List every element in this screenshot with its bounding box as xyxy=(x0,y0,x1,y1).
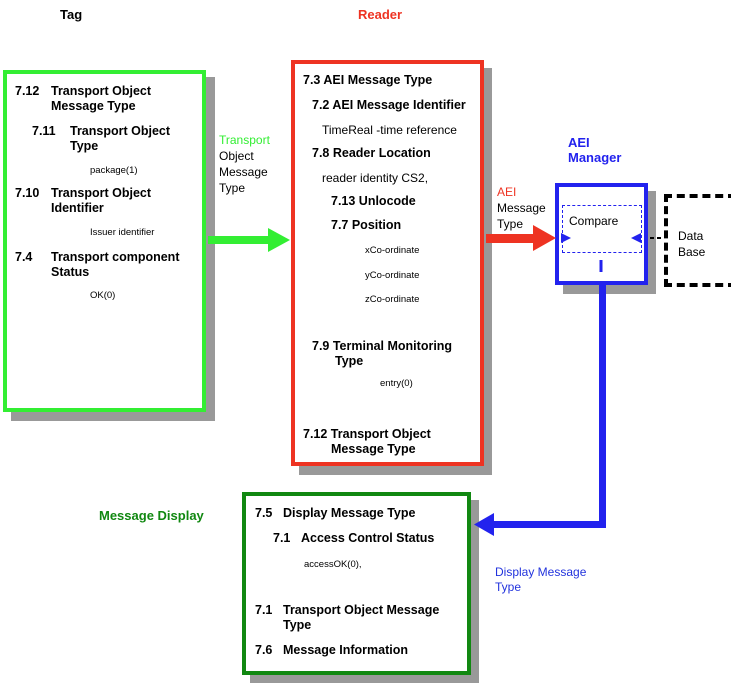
database-label: Data Base xyxy=(678,228,705,260)
tag-item-3-title: Transport Object Identifier xyxy=(51,186,151,216)
transport-arrow-label: Transport Object Message Type xyxy=(219,132,270,196)
reader-box: 7.3 AEI Message Type 7.2 AEI Message Ide… xyxy=(291,60,484,466)
display-line-display-message-type: Display Message Type xyxy=(283,506,416,520)
display-line-1-number: 7.5 xyxy=(255,506,273,520)
database-label-line2: Base xyxy=(678,245,706,259)
reader-line-terminal-monitoring-1: 7.9 Terminal Monitoring xyxy=(312,339,453,353)
reader-line-aei-message-type: 7.3 AEI Message Type xyxy=(303,73,433,87)
tag-item-2-value: package(1) xyxy=(90,165,138,176)
tag-heading: Tag xyxy=(60,7,83,22)
message-display-heading: Message Display xyxy=(99,508,204,523)
tag-item-4-title: Transport component Status xyxy=(51,250,179,280)
database-box: Data Base xyxy=(664,194,731,287)
display-line-transport-1: Transport Object Message xyxy=(283,603,440,617)
aei-arrow xyxy=(486,225,556,251)
display-access-value: accessOK(0), xyxy=(304,559,362,570)
display-line-transport-object-message-type: Transport Object Message Type xyxy=(283,603,439,633)
tag-item-1-title-line2: Message Type xyxy=(51,99,136,113)
display-line-access-control-status: Access Control Status xyxy=(301,531,435,545)
database-label-line1: Data xyxy=(678,229,704,243)
reader-heading: Reader xyxy=(358,7,403,22)
aei-arrow-label: AEI Message Type xyxy=(497,184,546,232)
display-arrow-label: Display Message Type xyxy=(495,565,586,595)
reader-line-reader-location: 7.8 Reader Location xyxy=(312,146,431,160)
transport-arrow-label-line2: Object xyxy=(219,149,254,163)
display-line-3-number: 7.1 xyxy=(255,603,273,617)
reader-line-time-reference: TimeReal -time reference xyxy=(322,123,457,137)
display-arrow xyxy=(474,285,606,536)
tag-item-3-value: Issuer identifier xyxy=(90,227,155,238)
tag-item-2-number: 7.11 xyxy=(32,124,56,138)
reader-z-coordinate: zCo-ordinate xyxy=(365,294,420,305)
display-line-message-information: Message Information xyxy=(283,643,409,657)
tag-item-1-title: Transport Object Message Type xyxy=(51,84,151,114)
reader-x-coordinate: xCo-ordinate xyxy=(365,245,420,256)
reader-line-transport-2: Message Type xyxy=(331,442,416,456)
tag-item-4-number: 7.4 xyxy=(15,250,33,264)
display-line-4-number: 7.6 xyxy=(255,643,273,657)
reader-line-transport-1: 7.12 Transport Object xyxy=(303,427,431,441)
reader-line-unlocode: 7.13 Unlocode xyxy=(331,194,416,208)
display-line-2-number: 7.1 xyxy=(273,531,291,545)
tag-item-3-number: 7.10 xyxy=(15,186,40,200)
tag-box: 7.12 Transport Object Message Type 7.11 … xyxy=(3,70,206,412)
display-arrow-label-line1: Display Message xyxy=(495,565,587,579)
display-line-transport-2: Type xyxy=(283,618,312,632)
tag-item-3-title-line2: Identifier xyxy=(51,201,104,215)
compare-left-pointer xyxy=(561,233,571,243)
compare-label: Compare xyxy=(569,214,619,228)
reader-line-transport-object-message-type: 7.12 Transport Object Message Type xyxy=(303,427,431,457)
aei-manager-heading-line1: AEI xyxy=(568,135,590,150)
reader-line-terminal-monitoring-2: Type xyxy=(335,354,364,368)
tag-item-2-title: Transport Object Type xyxy=(70,124,170,154)
display-box: 7.5 Display Message Type 7.1 Access Cont… xyxy=(242,492,471,675)
aei-arrow-label-line3: Type xyxy=(497,217,524,231)
compare-inner-frame xyxy=(562,205,642,253)
reader-line-reader-identity: reader identity CS2, xyxy=(322,171,429,185)
reader-line-aei-message-identifier: 7.2 AEI Message Identifier xyxy=(312,98,466,112)
aei-arrow-label-line2: Message xyxy=(497,201,546,215)
tag-item-4-value: OK(0) xyxy=(90,290,116,301)
transport-arrow xyxy=(208,228,290,252)
aei-arrow-label-line1: AEI xyxy=(497,185,517,199)
reader-entry-value: entry(0) xyxy=(380,378,413,389)
reader-line-position: 7.7 Position xyxy=(331,218,402,232)
tag-item-1-number: 7.12 xyxy=(15,84,40,98)
aei-manager-heading-line2: Manager xyxy=(568,150,622,165)
transport-arrow-label-line3: Message xyxy=(219,165,268,179)
transport-arrow-label-line4: Type xyxy=(219,181,246,195)
reader-y-coordinate: yCo-ordinate xyxy=(365,270,420,281)
compare-right-pointer xyxy=(631,233,641,243)
reader-line-terminal-monitoring: 7.9 Terminal Monitoring Type xyxy=(312,339,452,369)
display-arrow-label-line2: Type xyxy=(495,580,522,594)
tag-item-3-title-line1: Transport Object xyxy=(51,186,152,200)
tag-item-2-title-line2: Type xyxy=(70,139,99,153)
tag-item-4-title-line1: Transport component xyxy=(51,250,180,264)
tag-item-4-title-line2: Status xyxy=(51,265,90,279)
tag-item-2-title-line1: Transport Object xyxy=(70,124,171,138)
tag-item-1-title-line1: Transport Object xyxy=(51,84,152,98)
aei-manager-heading: AEI Manager xyxy=(568,135,621,165)
transport-arrow-label-line1: Transport xyxy=(219,133,270,147)
